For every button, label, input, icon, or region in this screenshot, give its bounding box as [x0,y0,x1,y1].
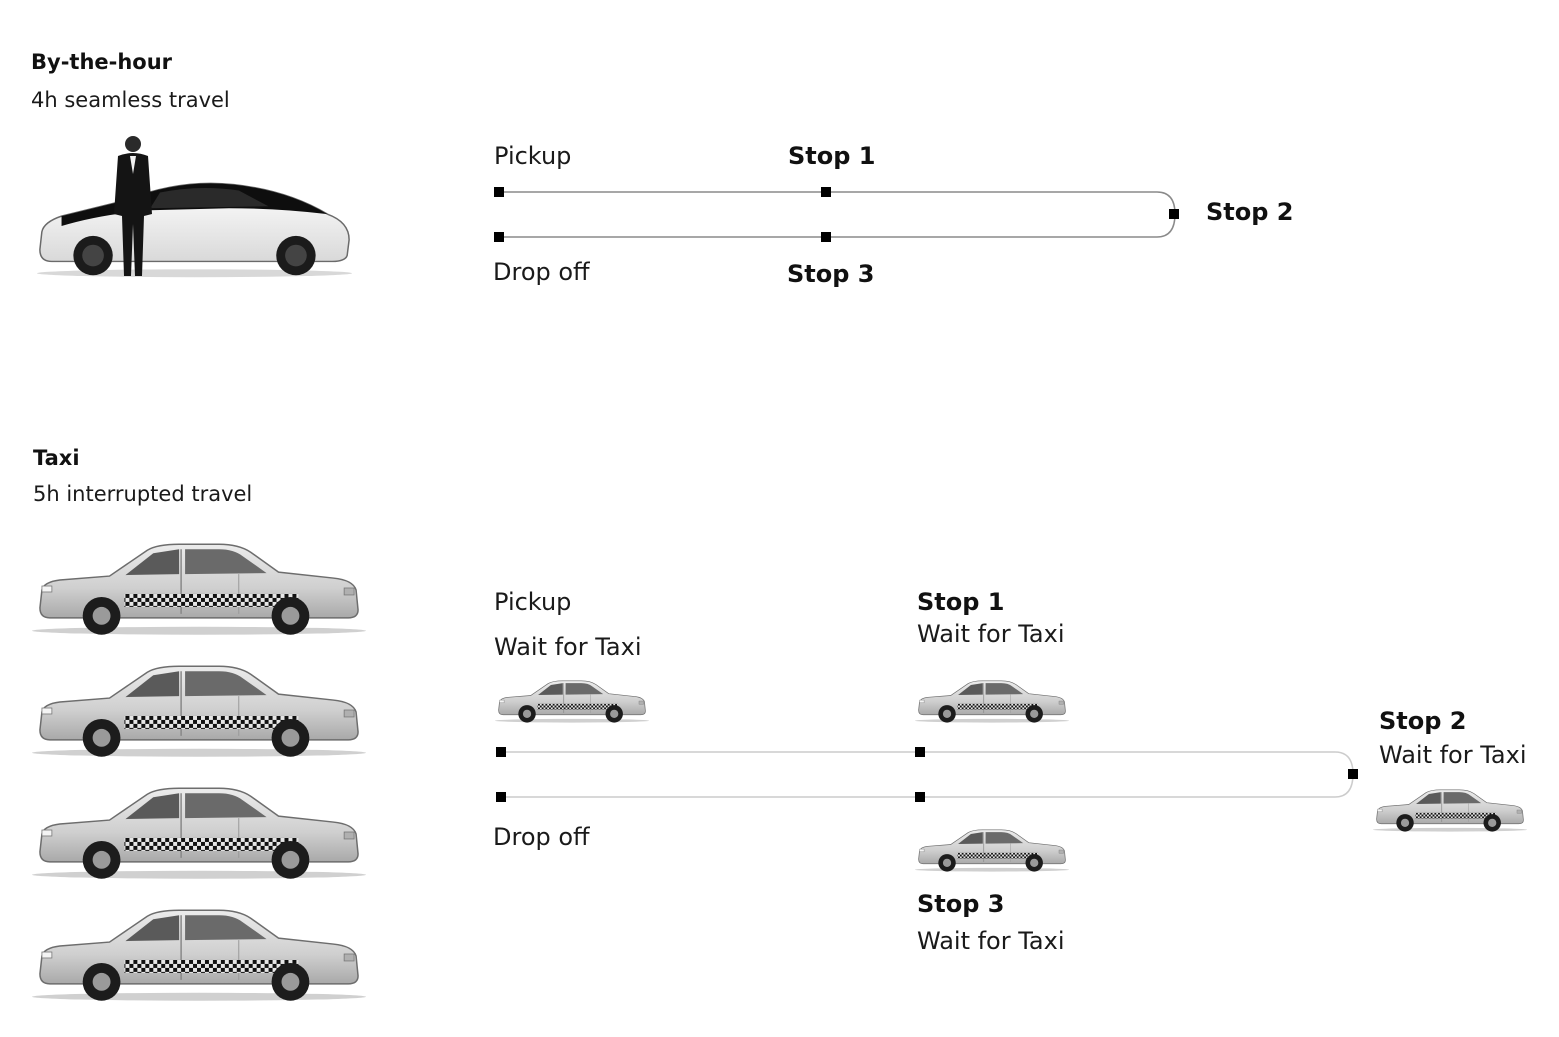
hourly-stop3-node [821,232,831,242]
taxi-fleet-car-4 [31,909,367,1002]
hourly-stop2-node [1169,209,1179,219]
taxi-pickup-wait-label: Wait for Taxi [494,633,642,661]
taxi-stop3-wait-label: Wait for Taxi [917,927,1065,955]
taxi-stop3-label: Stop 3 [917,890,1005,918]
hourly-pickup-node [494,187,504,197]
taxi-dropoff-label: Drop off [493,823,590,851]
taxi-pickup-label: Pickup [494,588,572,616]
hourly-section-title: By-the-hour [31,50,173,74]
taxi-stop2-wait-label: Wait for Taxi [1379,741,1527,769]
taxi-stop1-label: Stop 1 [917,588,1005,616]
hourly-stop1-node [821,187,831,197]
taxi-pickup-node [496,747,506,757]
taxi-stop1-node [915,747,925,757]
taxi-dropoff-node [496,792,506,802]
taxi-fleet-car-2 [31,665,367,758]
hourly-stop1-label: Stop 1 [788,142,876,170]
hourly-dropoff-label: Drop off [493,258,590,286]
taxi-stop2-node [1348,769,1358,779]
hourly-stop2-label: Stop 2 [1206,198,1294,226]
taxi-stop2-car [1372,789,1528,832]
taxi-fleet-car-3 [31,787,367,880]
hourly-pickup-label: Pickup [494,142,572,170]
taxi-route-line [501,751,1354,798]
taxi-fleet-car-1 [31,543,367,636]
hourly-route-line [499,191,1176,238]
taxi-stop2-label: Stop 2 [1379,707,1467,735]
taxi-stop1-wait-label: Wait for Taxi [917,620,1065,648]
taxi-stop1-car [914,680,1070,723]
hourly-section-subtitle: 4h seamless travel [31,88,230,112]
hourly-stop3-label: Stop 3 [787,260,875,288]
taxi-pickup-car [494,680,650,723]
taxi-section-title: Taxi [33,446,80,470]
taxi-section-subtitle: 5h interrupted travel [33,482,253,506]
taxi-stop3-node [915,792,925,802]
hourly-dropoff-node [494,232,504,242]
taxi-stop3-car [914,829,1070,872]
